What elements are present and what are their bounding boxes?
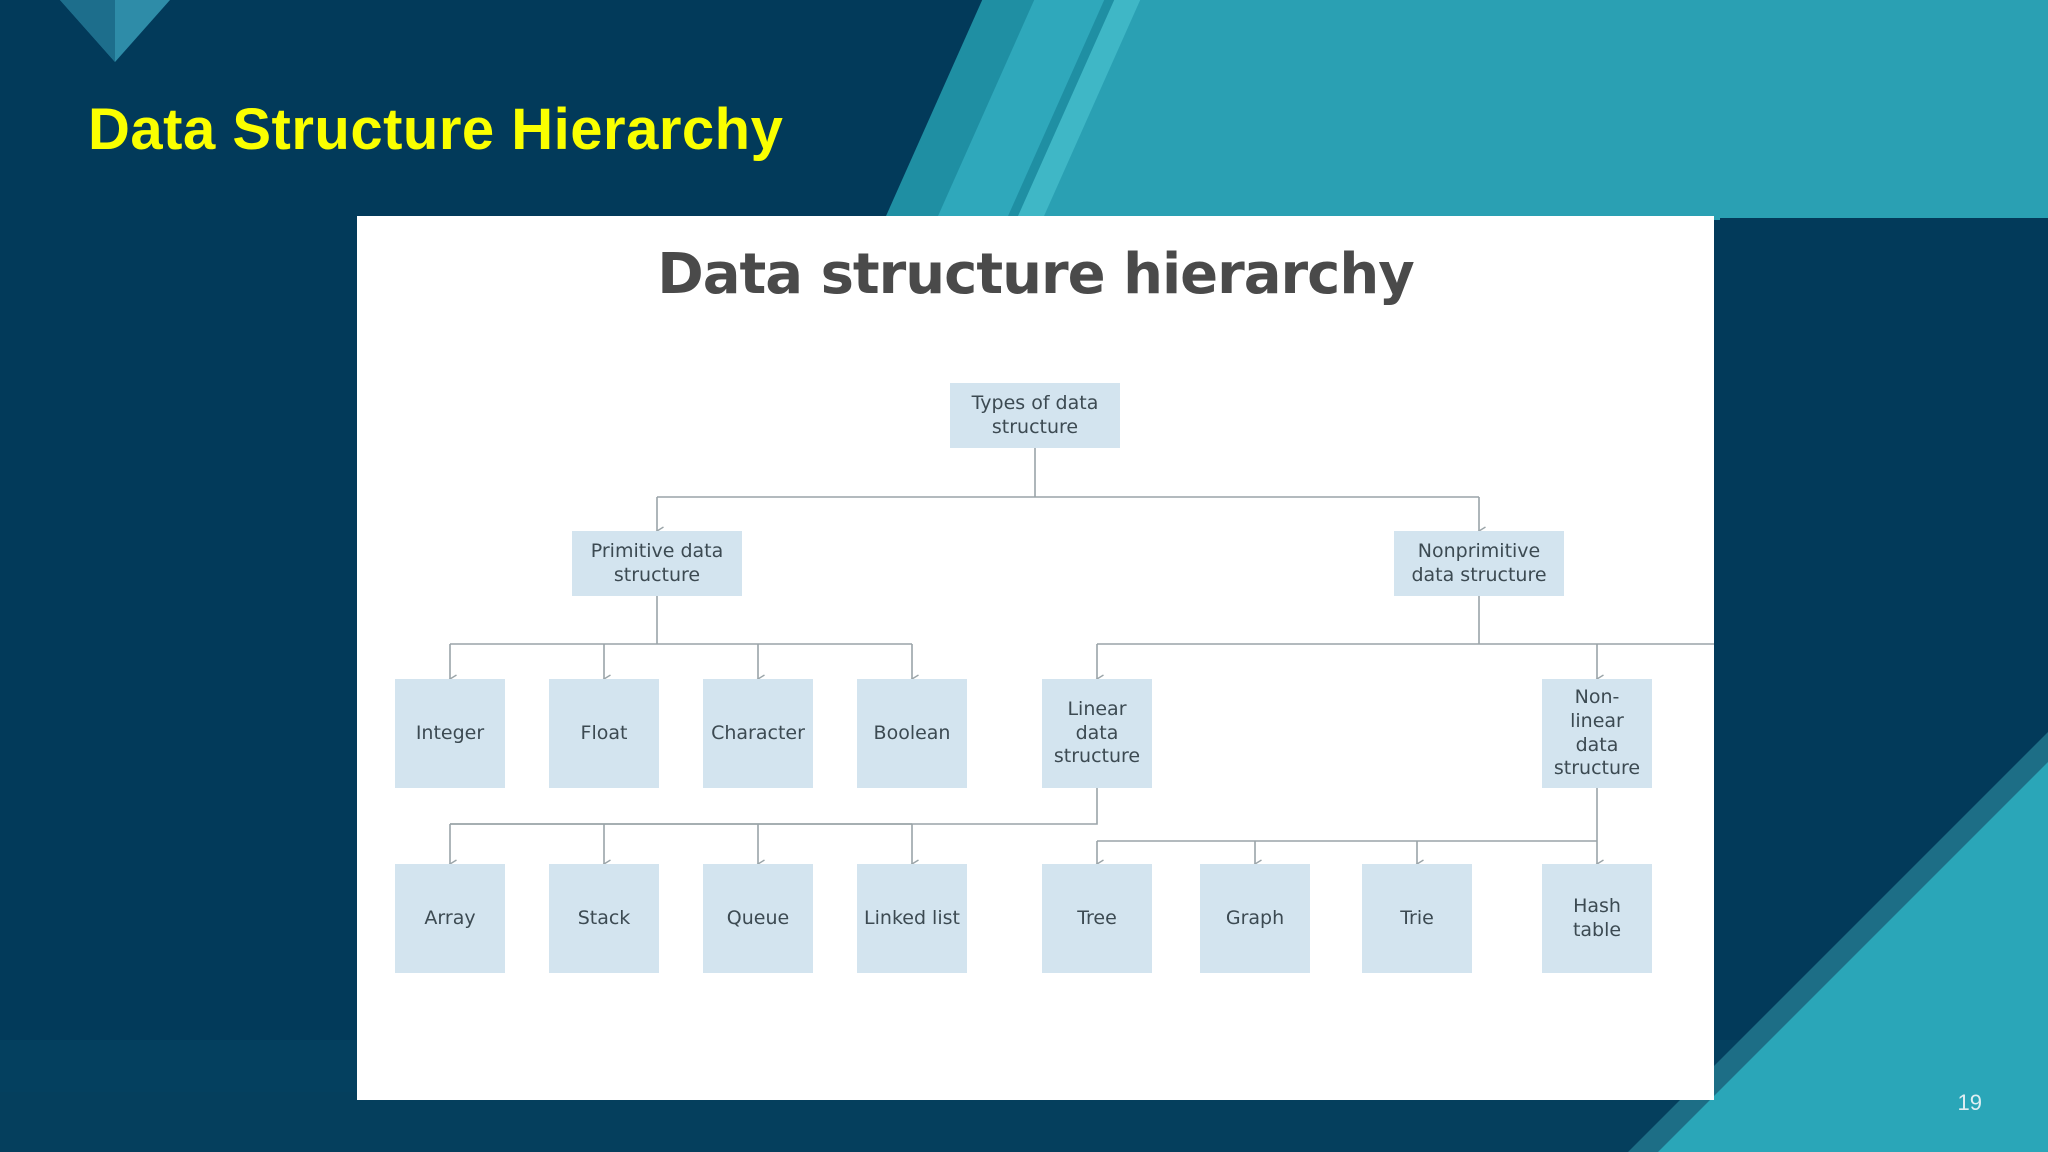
diagram-image-panel: Data structure hierarchy [357,216,1714,1100]
slide-page-number: 19 [1957,1090,1982,1115]
node-hash-table[interactable]: Hash table [1542,864,1652,973]
node-character[interactable]: Character [703,679,813,788]
diagram-connectors [357,448,1714,1100]
node-types-of-data-structure[interactable]: Types of data structure [950,383,1120,448]
node-nonprimitive-data-structure[interactable]: Nonprimitive data structure [1394,531,1564,596]
node-graph[interactable]: Graph [1200,864,1310,973]
page-title: Data Structure Hierarchy [88,97,784,162]
node-array[interactable]: Array [395,864,505,973]
node-stack[interactable]: Stack [549,864,659,973]
node-tree[interactable]: Tree [1042,864,1152,973]
decor-top-right-shadow [1720,218,2048,240]
node-primitive-data-structure[interactable]: Primitive data structure [572,531,742,596]
decor-top-right-block [1720,0,2048,218]
decor-bottom-right-wedge-light [1658,762,2048,1152]
node-boolean[interactable]: Boolean [857,679,967,788]
node-non-linear-data-structure[interactable]: Non- linear data structure [1542,679,1652,788]
node-float[interactable]: Float [549,679,659,788]
node-queue[interactable]: Queue [703,864,813,973]
node-linear-data-structure[interactable]: Linear data structure [1042,679,1152,788]
node-integer[interactable]: Integer [395,679,505,788]
decor-top-left-triangle-shadow [60,0,115,62]
node-trie[interactable]: Trie [1362,864,1472,973]
node-linked-list[interactable]: Linked list [857,864,967,973]
diagram-canvas: Types of data structure Primitive data s… [357,216,1714,1100]
diagram-heading: Data structure hierarchy [657,242,1414,307]
